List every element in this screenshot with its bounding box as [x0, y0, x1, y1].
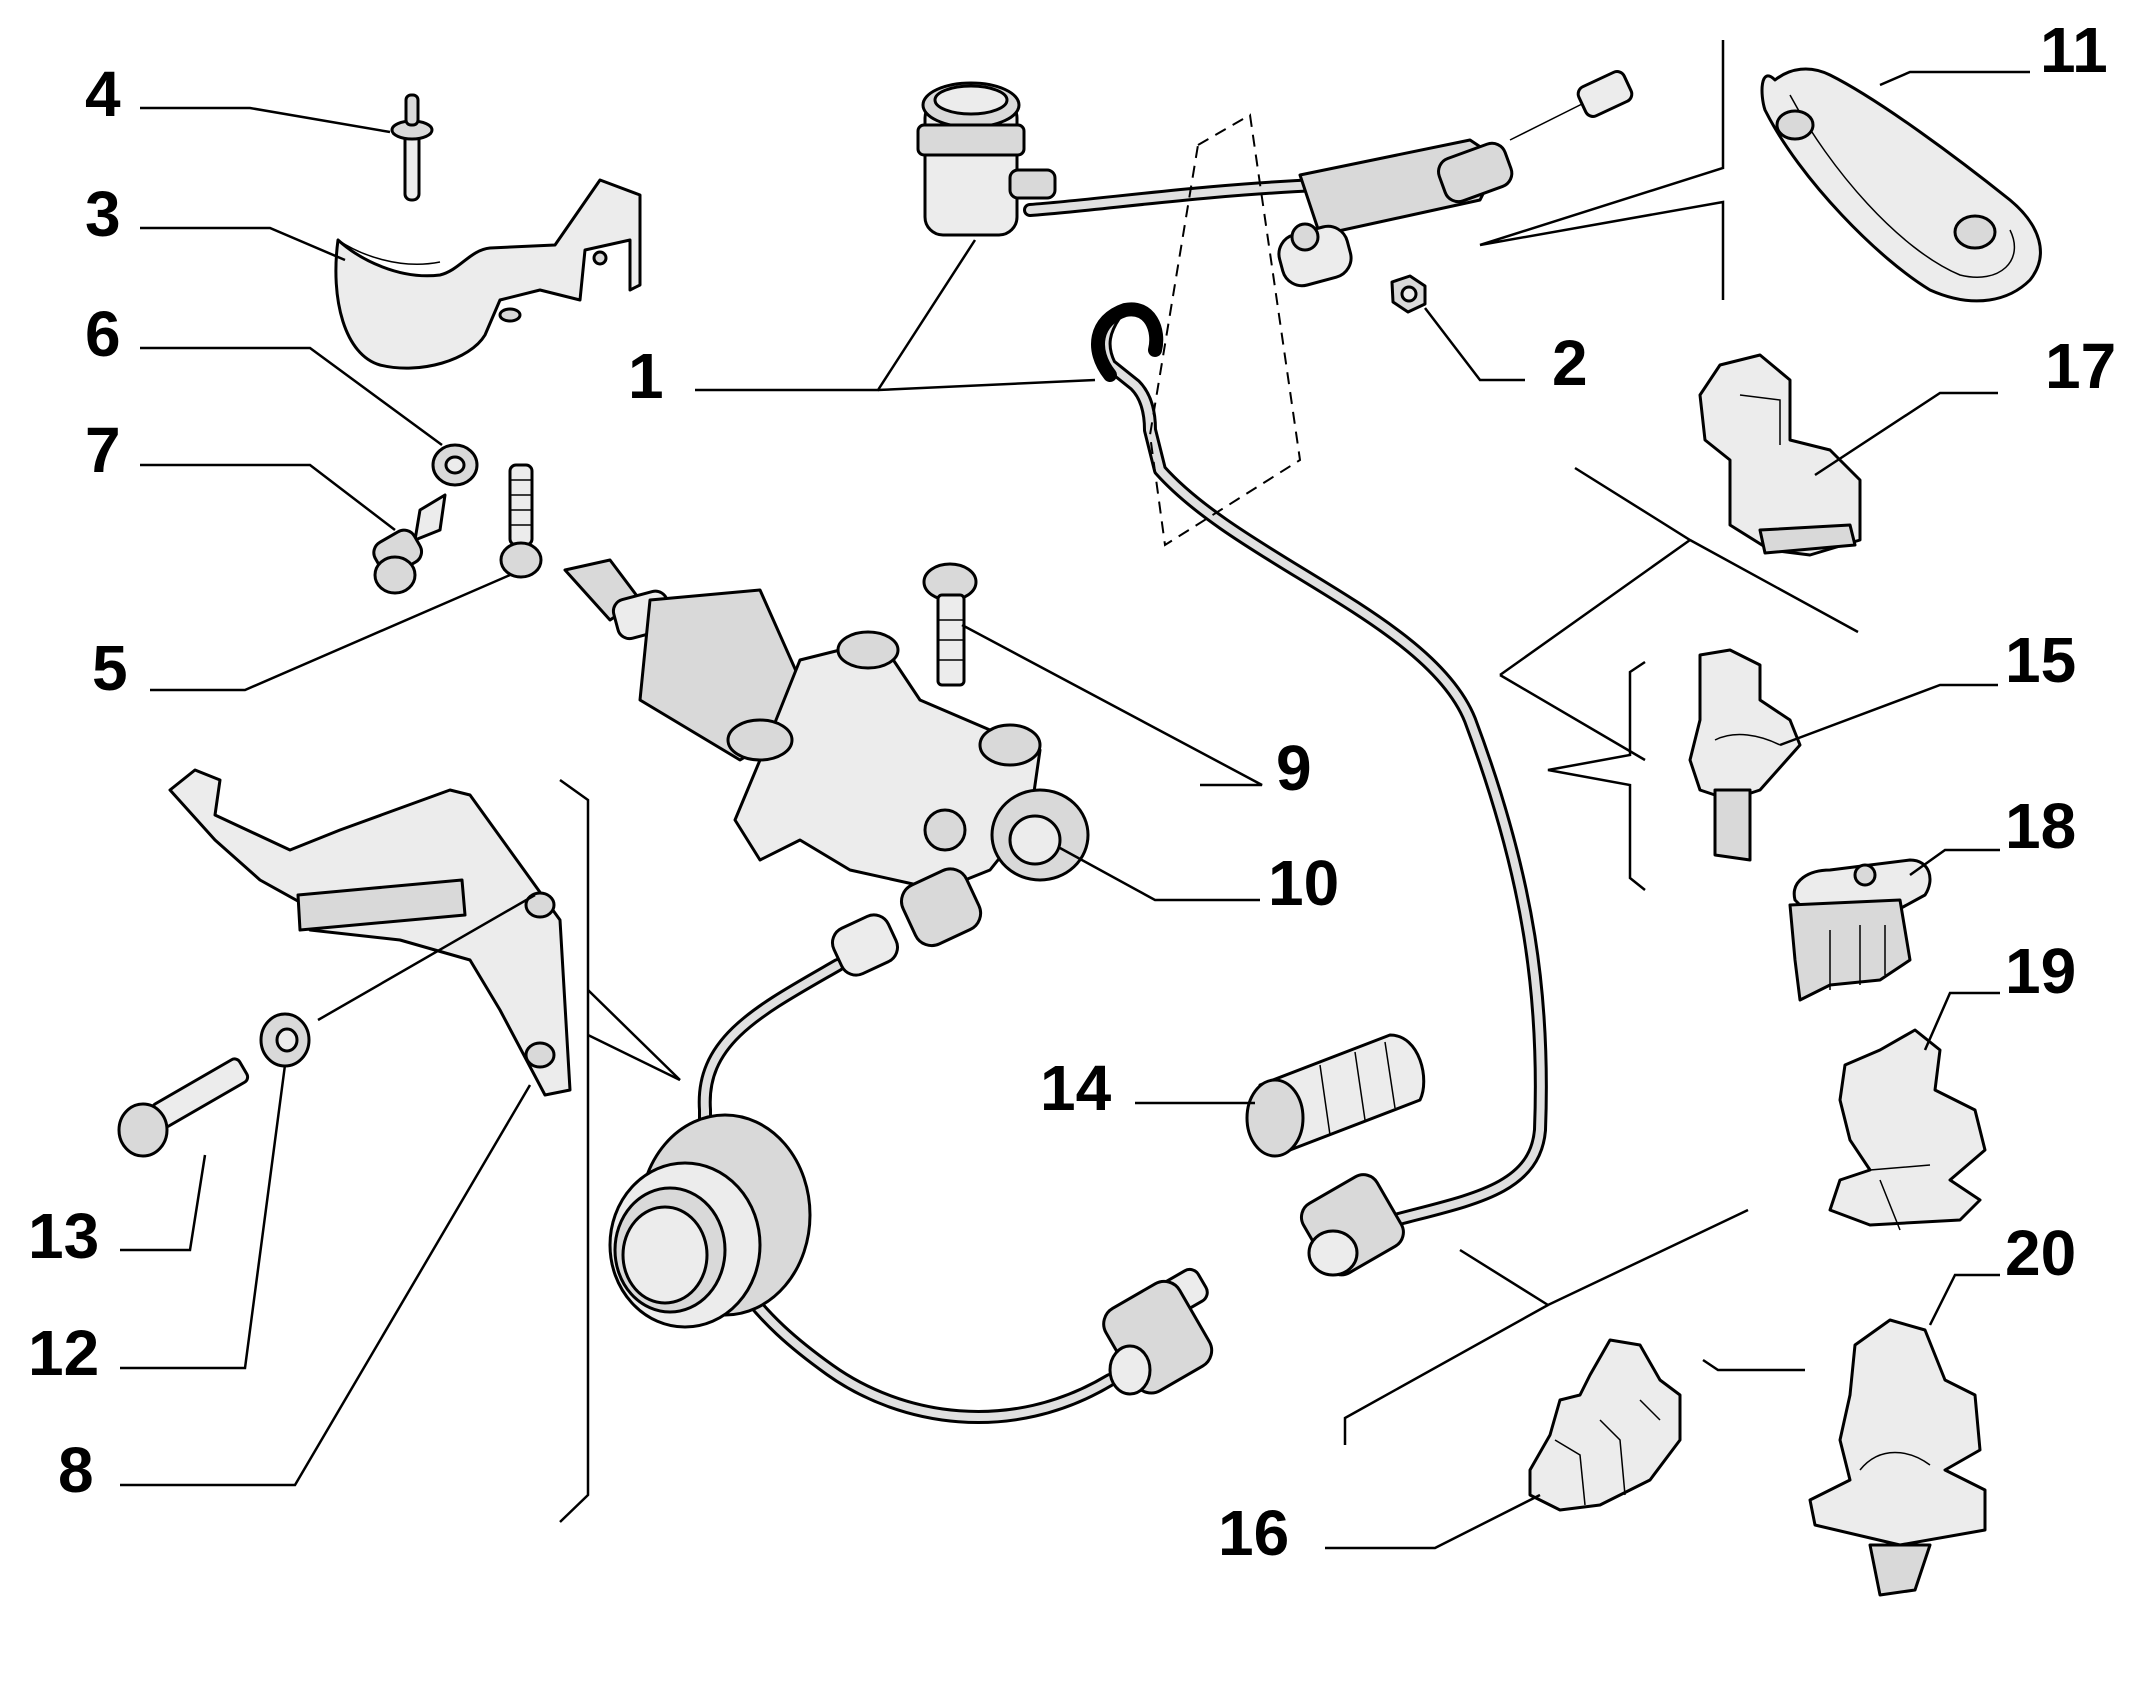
clip-20	[1808, 1318, 1987, 1597]
callout-10: 10	[1268, 847, 1339, 919]
screw-5	[499, 463, 543, 579]
washer-12	[259, 1012, 311, 1068]
line-connectors	[1102, 1173, 1405, 1396]
bracket-8	[168, 768, 572, 1097]
washer-6	[431, 443, 479, 487]
reservoir-assembly	[916, 81, 1407, 237]
leader-lines	[120, 70, 2030, 1550]
callout-18: 18	[2005, 790, 2076, 862]
callout-labels: 1 2 3 4 5 6 7 8 9 10 11 12 13 14 15 16 1…	[28, 14, 2116, 1569]
gasket-11	[1760, 67, 2042, 303]
callout-19: 19	[2005, 935, 2076, 1007]
release-bearing	[608, 1113, 812, 1329]
callout-2: 2	[1552, 327, 1588, 399]
clip-18	[1788, 858, 1932, 1002]
callout-4: 4	[85, 58, 121, 130]
callout-5: 5	[92, 632, 128, 704]
clip-17	[1698, 353, 1862, 557]
stud-7	[372, 493, 447, 595]
bolt-13	[117, 1057, 250, 1158]
callout-3: 3	[85, 178, 121, 250]
callout-13: 13	[28, 1200, 99, 1272]
callout-12: 12	[28, 1317, 99, 1389]
callout-20: 20	[2005, 1217, 2076, 1289]
clutch-hydraulic-line	[697, 302, 1548, 1424]
pin-4	[390, 93, 434, 202]
callout-9: 9	[1276, 732, 1312, 804]
callout-11: 11	[2040, 14, 2108, 86]
callout-16: 16	[1218, 1497, 1289, 1569]
callout-15: 15	[2005, 624, 2076, 696]
callout-1: 1	[628, 340, 664, 412]
clip-15	[1688, 648, 1802, 862]
clip-19	[1828, 1028, 1987, 1231]
callout-7: 7	[85, 414, 121, 486]
bracket-3	[334, 178, 642, 370]
master-cylinder-upper	[1277, 70, 1634, 288]
bolt-9	[922, 562, 978, 687]
slave-cylinder-10	[563, 558, 1090, 977]
clip-16	[1528, 1338, 1682, 1512]
callout-17: 17	[2045, 330, 2116, 402]
sleeve-14	[1245, 1033, 1426, 1158]
callout-14: 14	[1040, 1052, 1112, 1124]
dashed-boundary	[1148, 113, 1302, 547]
callout-8: 8	[58, 1434, 94, 1506]
nut-2	[1390, 274, 1427, 314]
bracket-lines	[559, 40, 1859, 1523]
callout-6: 6	[85, 298, 121, 370]
